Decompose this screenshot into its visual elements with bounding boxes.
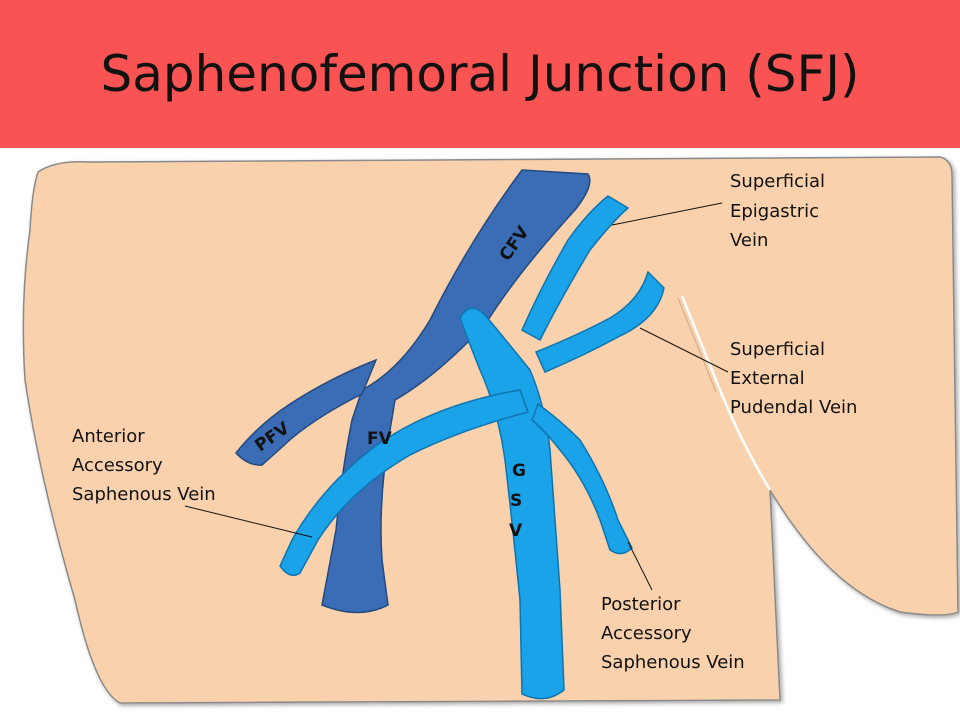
- common-and-femoral-vein: [321, 169, 591, 614]
- superficial-epigastric-vein: [521, 195, 630, 342]
- leader-superficial-external-pudendal: [639, 327, 729, 373]
- superficial-veins: [279, 195, 665, 700]
- gsv-label-s: S: [510, 491, 522, 511]
- leader-superficial-epigastric: [611, 202, 723, 226]
- leader-posterior-accessory: [627, 541, 653, 591]
- callout-anterior-accessory: Anterior Accessory Saphenous Vein: [72, 426, 216, 505]
- fv-label: FV: [367, 429, 393, 449]
- thigh-skin-region: [22, 156, 959, 704]
- title-banner: Saphenofemoral Junction (SFJ): [0, 0, 960, 148]
- leader-anterior-accessory: [184, 505, 313, 538]
- posterior-accessory-saphenous-vein: [531, 402, 633, 555]
- leader-lines: [184, 202, 729, 591]
- groin-crease-line: [680, 295, 772, 491]
- gsv-label-g: G: [512, 461, 526, 481]
- superficial-external-pudendal-vein: [534, 270, 665, 373]
- callout-superficial-epigastric: Superficial Epigastric Vein: [730, 171, 831, 251]
- deep-veins: [235, 169, 591, 614]
- groin-crease-shadow: [677, 297, 717, 393]
- page-title: Saphenofemoral Junction (SFJ): [100, 45, 860, 103]
- gsv-label-v: V: [509, 521, 523, 541]
- profunda-femoris-vein: [235, 358, 378, 466]
- callout-superficial-external-pudendal: Superficial External Pudendal Vein: [730, 339, 857, 418]
- callout-posterior-accessory: Posterior Accessory Saphenous Vein: [601, 594, 745, 673]
- anterior-accessory-saphenous-vein: [279, 389, 529, 577]
